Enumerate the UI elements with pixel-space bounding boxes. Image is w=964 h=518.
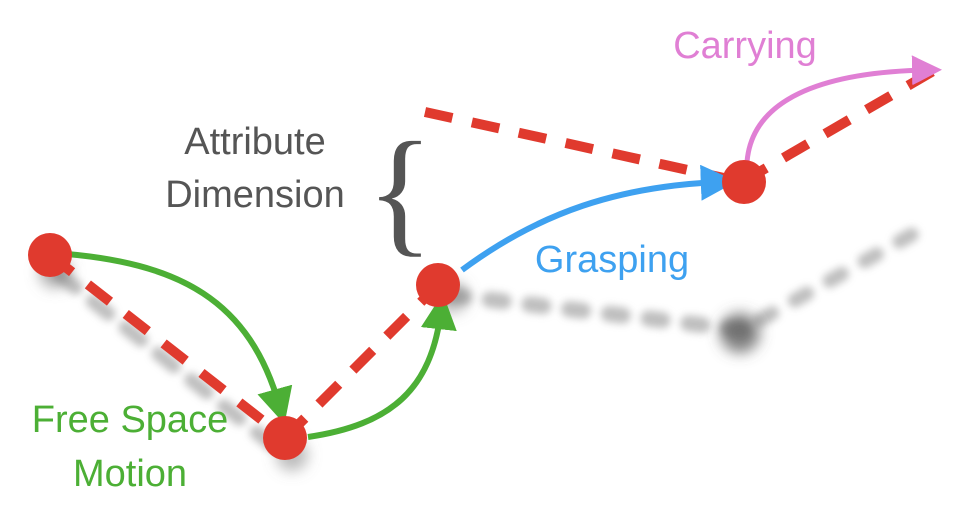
free-space-label-line2: Motion [73, 453, 187, 495]
free-space-arrow-2 [307, 293, 457, 440]
shadow-blob-4 [720, 313, 760, 353]
waypoint-3 [416, 263, 460, 307]
grasping-label: Grasping [535, 239, 689, 281]
dashed-segment-2 [281, 281, 442, 442]
free-space-label-line1: Free Space [32, 399, 228, 441]
attribute-label-line1: Attribute [184, 121, 326, 163]
shadow-segment-1 [53, 268, 292, 462]
attribute-label-line2: Dimension [165, 174, 345, 216]
grasping-arrow [460, 164, 737, 273]
shadow-segment-3 [753, 223, 927, 327]
waypoint-2 [263, 416, 307, 460]
attribute-brace: { [366, 114, 433, 269]
waypoints [28, 160, 766, 460]
dashed-path [46, 65, 938, 442]
waypoint-start [28, 233, 72, 277]
carrying-label: Carrying [673, 25, 817, 67]
dashed-segment-1 [46, 251, 289, 442]
carrying-arrow [744, 55, 942, 163]
shadow-trail [53, 223, 927, 462]
dashed-segment-3 [423, 107, 744, 187]
shadow-segment-2 [442, 287, 753, 338]
waypoint-4 [722, 160, 766, 204]
dashed-segment-4 [739, 65, 938, 187]
free-space-arrow-1 [54, 250, 293, 425]
